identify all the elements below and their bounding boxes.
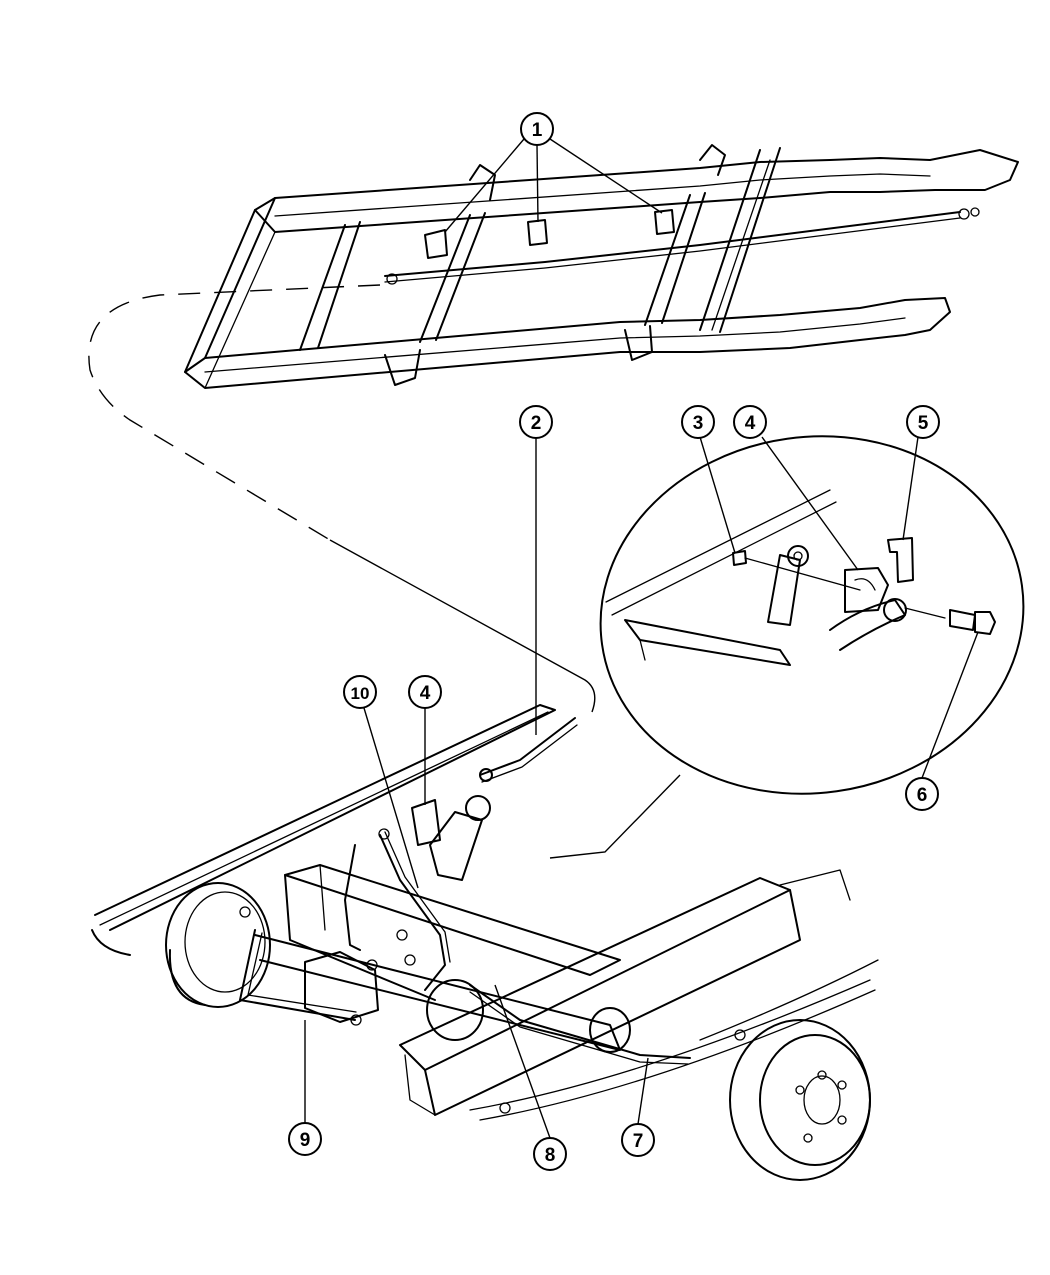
- vehicle-frame-drawing: [184, 144, 1019, 389]
- callout-8: 8: [533, 1137, 567, 1171]
- callout-1: 1: [520, 112, 554, 146]
- callout-9: 9: [288, 1122, 322, 1156]
- callout-7-label: 7: [633, 1131, 644, 1152]
- callout-3: 3: [681, 405, 715, 439]
- callout-leader-lines: [304, 138, 979, 1139]
- callout-4-lower-label: 4: [420, 683, 431, 704]
- callout-2-label: 2: [531, 413, 542, 434]
- callout-5: 5: [906, 405, 940, 439]
- connector-line-to-detail: [549, 774, 681, 859]
- callout-9-label: 9: [300, 1130, 311, 1151]
- connector-dashed-curve: [88, 284, 381, 541]
- callout-10-label: 10: [351, 684, 370, 703]
- callout-8-label: 8: [545, 1145, 556, 1166]
- rear-axle-drawing: [91, 704, 879, 1181]
- callout-3-label: 3: [693, 413, 704, 434]
- mounting-detail-view: [599, 435, 1025, 795]
- callout-6-label: 6: [917, 785, 928, 806]
- callout-10: 10: [343, 675, 377, 709]
- callout-4-detail: 4: [733, 405, 767, 439]
- callout-4-lower: 4: [408, 675, 442, 709]
- callout-7: 7: [621, 1123, 655, 1157]
- callout-6: 6: [905, 777, 939, 811]
- callout-4-detail-label: 4: [745, 413, 756, 434]
- callout-5-label: 5: [918, 413, 929, 434]
- callout-2: 2: [519, 405, 553, 439]
- callout-1-label: 1: [532, 120, 543, 141]
- connector-line-to-lower-view: [329, 539, 596, 713]
